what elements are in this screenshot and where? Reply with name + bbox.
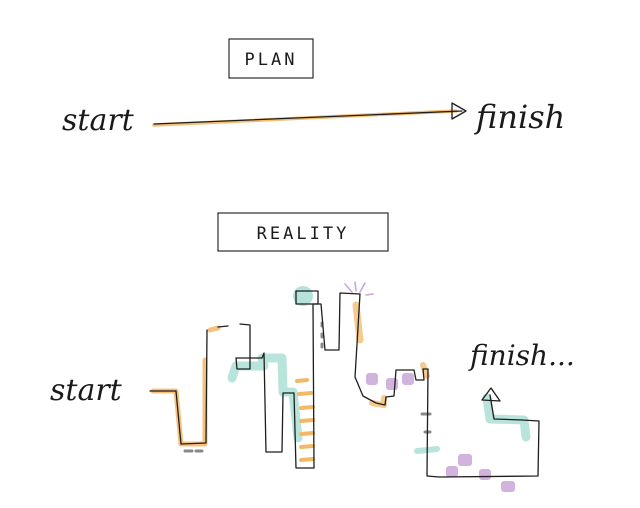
- plan-heading-box: [228, 38, 314, 79]
- teal-segment-3: [482, 393, 531, 442]
- plan-heading: PLAN: [245, 50, 298, 70]
- plan-start-label: start: [62, 103, 135, 138]
- reality-finish-label: finish...: [468, 339, 575, 372]
- plan-arrowhead: [451, 102, 467, 120]
- reality-start-label: start: [50, 373, 123, 408]
- plan-path-line: [153, 110, 463, 125]
- orange-ladder-marks: [295, 378, 315, 462]
- purple-spark-icon: [344, 281, 374, 296]
- orange-segment-2: [207, 325, 221, 333]
- reality-heading-box: [217, 212, 389, 252]
- reality-heading: REALITY: [257, 224, 350, 244]
- teal-segment-1: [227, 353, 303, 443]
- orange-segment-1: [150, 357, 208, 447]
- reality-path-box: [295, 290, 319, 305]
- plan-section: PLAN start finish: [62, 38, 565, 138]
- orange-segment-5: [420, 362, 430, 379]
- reality-arrowhead: [481, 387, 501, 402]
- reality-path-line: [149, 292, 540, 478]
- plan-finish-label: finish: [474, 98, 565, 136]
- reality-section: REALITY start finish...: [50, 212, 575, 492]
